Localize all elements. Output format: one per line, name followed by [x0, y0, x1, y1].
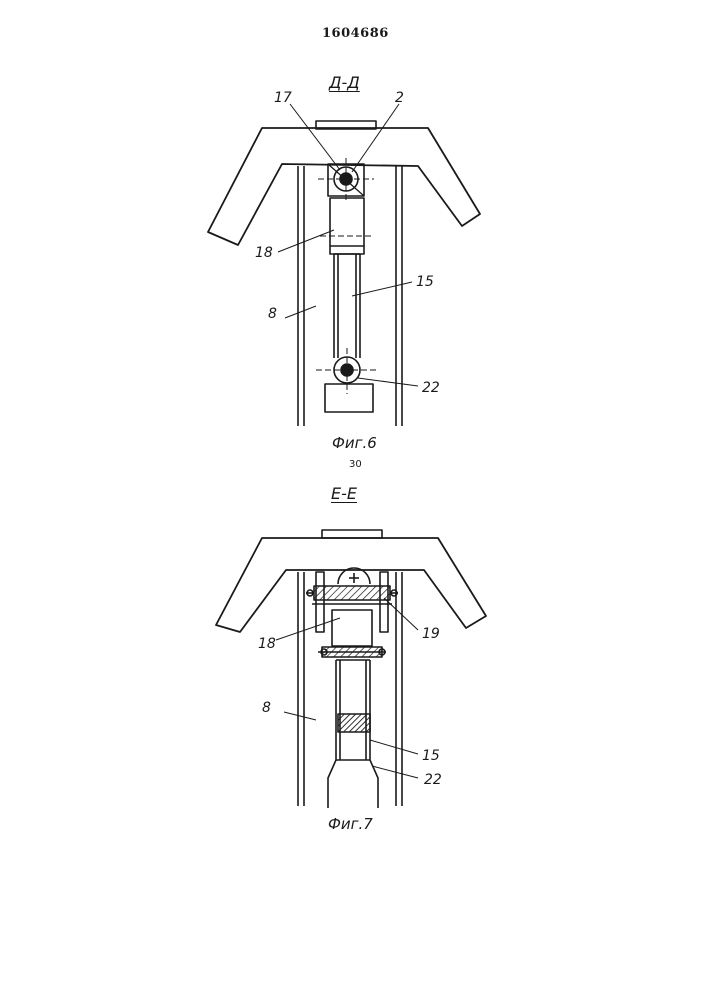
fig7-frame	[216, 530, 486, 632]
fig7-rod	[336, 660, 370, 760]
fig7-label-22: 22	[424, 772, 442, 788]
fig7-top-assembly	[306, 568, 398, 632]
fig7-label-18: 18	[258, 636, 276, 652]
fig6-slider-block	[325, 384, 373, 412]
fig7-section-label: Е-Е	[331, 484, 357, 503]
fig7-link	[318, 610, 386, 657]
fig7-label-8: 8	[262, 700, 271, 716]
fig7-guide-rails	[298, 572, 402, 806]
fig6-link	[320, 198, 372, 254]
fig6-label-2: 2	[395, 90, 404, 106]
fig7-caption: Фиг.7	[328, 815, 373, 833]
fig6-guide-rails	[298, 166, 402, 426]
page-number: 30	[349, 459, 362, 470]
fig7-label-19: 19	[422, 626, 440, 642]
fig6-leader-lines	[278, 104, 418, 386]
fig7-slider	[328, 760, 378, 808]
fig6-rod	[334, 254, 360, 358]
fig6-bottom-roller	[316, 348, 378, 412]
fig6-label-8: 8	[268, 306, 277, 322]
fig6-label-22: 22	[422, 380, 440, 396]
fig6-label-18: 18	[255, 245, 273, 261]
fig7-label-15: 15	[422, 748, 440, 764]
fig6-caption: Фиг.6	[332, 434, 377, 452]
fig6-label-17: 17	[274, 90, 292, 106]
fig7-top-plate	[322, 530, 382, 538]
fig6-label-15: 15	[416, 274, 434, 290]
